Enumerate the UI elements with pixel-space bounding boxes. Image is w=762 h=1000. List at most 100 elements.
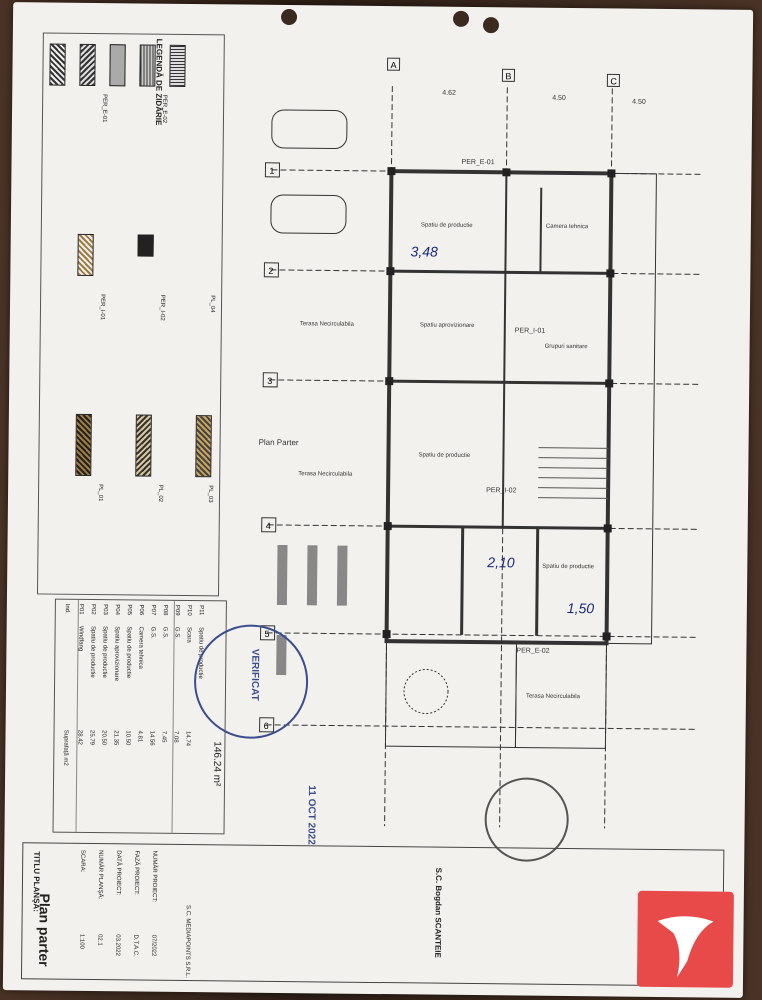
dimension-label: 4.50: [552, 95, 566, 102]
numar-proiect-label: NUMĂR PROIECT:: [150, 850, 158, 903]
table-header: Ind.: [63, 603, 70, 614]
plansa-label: NUMĂR PLANŞĂ:: [96, 850, 104, 900]
hatch-swatch: [75, 413, 92, 476]
table-cell-name: G.S.: [161, 626, 168, 639]
table-cell-ind: P04: [113, 604, 120, 615]
hatch-swatch: [109, 44, 126, 87]
stamp-label: VERIFICAT: [248, 648, 261, 701]
table-cell-area: 14.74: [184, 730, 191, 747]
axis-label: 2: [268, 266, 273, 276]
table-cell-ind: P03: [101, 604, 108, 615]
handwritten-annotation: 1,50: [567, 600, 595, 616]
faza-label: FAZĂ PROIECT:: [132, 850, 140, 895]
wall-label: PER_E-01: [462, 159, 495, 166]
axis-markers: A B C 1 2 3 4 5 6: [259, 57, 620, 733]
hatch-swatch: [195, 415, 212, 478]
beneficiar-value: S.C. MEDIAPOINTS S.R.L.: [183, 904, 191, 979]
axis-label: A: [391, 60, 397, 70]
punch-hole: [482, 17, 500, 34]
data-value: 03.2022: [114, 934, 121, 957]
legend-item: PER_I-02: [158, 294, 166, 321]
table-cell-area: 10.50: [124, 730, 131, 746]
table-cell-ind: P01: [77, 603, 84, 615]
axis-label: B: [505, 71, 511, 81]
data-label: DATĂ PROIECT:: [114, 850, 122, 896]
table-total: 146.24 m²: [210, 741, 223, 787]
table-cell-ind: P05: [125, 604, 132, 616]
axis-label: C: [610, 76, 617, 86]
room-label: Spatiu de productie: [418, 452, 470, 459]
brand-logo-icon: [636, 890, 734, 988]
legend-item: PL_02: [156, 484, 164, 503]
axis-label: 5: [265, 629, 270, 639]
wall-label: PER_I-02: [486, 487, 517, 494]
table-cell-ind: P06: [137, 604, 144, 616]
plansa-value: 02.1: [96, 934, 103, 946]
table-cell-name: Spatiu de productie: [101, 626, 108, 678]
table-cell-ind: P02: [89, 603, 96, 615]
legend-item: PL_04: [208, 295, 216, 313]
table-cell-name: Camera tehnica: [137, 626, 144, 669]
handwritten-annotation: 3,48: [411, 243, 439, 259]
room-label: Grupuri sanitare: [545, 344, 589, 350]
axis-label: 4: [266, 521, 271, 531]
scara-label: SCARA:: [79, 849, 86, 873]
handwritten-annotation: 2,10: [486, 554, 515, 570]
table-cell-name: G.S.: [173, 626, 180, 639]
hatch-swatch: [139, 44, 156, 87]
floor-plan-drawing: A B C 1 2 3 4 5 6 4.62 4.50 4.50 PER_E-0…: [259, 57, 702, 829]
legend-item: PER_E-01: [100, 94, 108, 123]
axis-label: 6: [264, 721, 269, 731]
table-cell-ind: P10: [185, 604, 192, 616]
hatch-swatch: [137, 234, 154, 257]
table-cell-ind: P09: [173, 604, 180, 616]
table-cell-area: 20.50: [100, 730, 107, 746]
hatch-swatch: [169, 44, 186, 87]
room-label: Terasa Necirculabila: [298, 471, 353, 478]
room-label: Camera tehnica: [546, 224, 589, 230]
room-label: Spatiu de productie: [542, 564, 594, 571]
scara-value: 1:100: [78, 933, 85, 949]
titlu-plansa-value: Plan parter: [36, 893, 53, 967]
table-cell-name: Spatiu de productie: [89, 625, 96, 678]
table-cell-area: 7.08: [172, 730, 179, 743]
dimension-label: 4.50: [632, 99, 646, 106]
table-cell-area: 7.45: [160, 730, 167, 743]
table-cell-name: Scara: [185, 626, 192, 643]
hatch-swatch: [135, 414, 152, 477]
axis-label: 3: [267, 376, 272, 386]
legend-item: PER_E-02: [160, 94, 168, 124]
firm-name: S.C. Bogdan SCANTEIE: [433, 867, 444, 958]
table-cell-name: Spatiu aprovizionare: [113, 626, 120, 682]
table-cell-area: 21.35: [112, 730, 119, 746]
table-cell-ind: P07: [149, 604, 156, 616]
table-cell-name: G.S.: [149, 626, 156, 639]
verification-stamp: VERIFICAT: [193, 624, 309, 740]
wall-label: PER_E-02: [516, 647, 549, 654]
room-label: Spatiu aprovizionare: [420, 322, 475, 329]
table-cell-name: Windfang: [77, 625, 84, 652]
room-label: Terasa Necirculabila: [526, 694, 581, 701]
dimension-label: 4.62: [442, 90, 456, 97]
punch-hole: [452, 10, 470, 27]
legend-item: PL_01: [96, 484, 104, 502]
room-label: Spatiu de productie: [421, 222, 473, 229]
hatch-swatch: [49, 43, 66, 86]
legend-item: PER_I-01: [98, 294, 106, 321]
hatch-swatch: [77, 233, 94, 277]
axis-label: 1: [269, 166, 274, 176]
plan-title: Plan Parter: [259, 438, 299, 447]
wall-label: PER_I-01: [515, 327, 546, 334]
table-header: Suprafaţă m2: [62, 729, 69, 766]
table-cell-area: 28.42: [76, 729, 83, 745]
punch-hole: [280, 8, 298, 26]
hatch-swatch: [79, 43, 96, 87]
table-cell-ind: P08: [161, 604, 168, 616]
table-cell-ind: P11: [197, 605, 204, 616]
table-cell-name: Spatiu de productie: [125, 626, 132, 679]
legend-panel: LEGENDĂ DE ZIDĂRIE PER_E-01 PER_E-02 PER…: [36, 32, 225, 597]
legend-item: PL_03: [206, 485, 214, 503]
faza-value: D.T.A.C.: [132, 934, 139, 957]
